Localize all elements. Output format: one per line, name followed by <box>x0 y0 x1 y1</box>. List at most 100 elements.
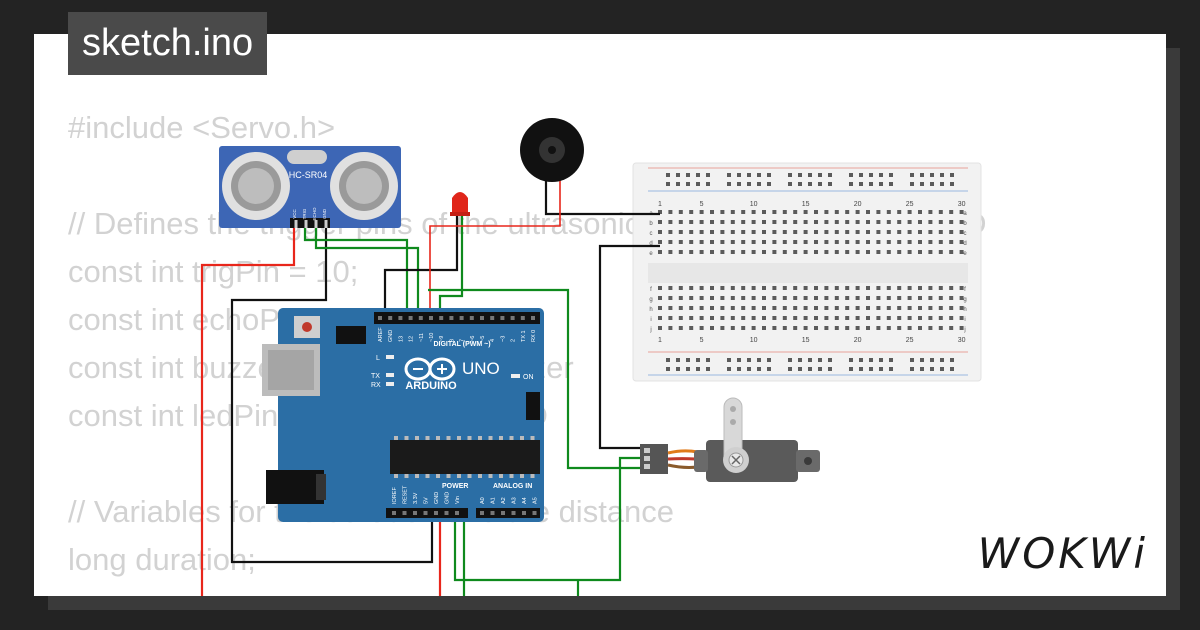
on-label: ON <box>523 374 534 381</box>
bb-col-label: 1 <box>658 337 662 344</box>
bb-col-label: 30 <box>958 201 966 208</box>
top-pin-label: 12 <box>409 336 415 342</box>
top-pin-label: 4 <box>490 339 496 342</box>
analog-pin-label: A1 <box>491 497 497 504</box>
arduino-logo-icon <box>404 357 456 381</box>
bb-col-label: 1 <box>658 201 662 208</box>
ultrasonic-sensor: HC-SR04 VCC TRIG ECHO GND <box>219 146 401 228</box>
sensor-pin-label: GND <box>322 208 327 219</box>
rx-label: RX <box>371 382 381 389</box>
l-label: L <box>376 355 380 362</box>
bb-row-label: h <box>963 307 966 313</box>
power-pin-label: GND <box>445 492 451 504</box>
power-pin-label: GND <box>434 492 440 504</box>
bb-row-label: b <box>649 221 653 227</box>
bb-col-label: 10 <box>750 337 758 344</box>
analog-pin-label: A2 <box>501 497 507 504</box>
power-label: POWER <box>442 483 468 490</box>
top-pin-label: 8 <box>449 339 455 342</box>
power-pin-label: IOREF <box>392 487 398 504</box>
bb-col-label: 30 <box>958 337 966 344</box>
bb-row-label: c <box>650 231 653 237</box>
tx-label: TX <box>371 373 380 380</box>
buzzer <box>520 118 584 182</box>
top-pin-label: GND <box>388 330 394 342</box>
bb-col-label: 20 <box>854 337 862 344</box>
bb-row-label: j <box>963 327 965 333</box>
bb-row-label: c <box>964 231 967 237</box>
top-pin-label: TX 1 <box>521 330 527 342</box>
analog-pin-label: A5 <box>533 497 539 504</box>
bb-row-label: i <box>964 317 965 323</box>
power-pin-label: 5V <box>424 497 430 504</box>
wire-bb-gnd <box>598 244 660 450</box>
digital-label: DIGITAL (PWM ~) <box>433 341 490 348</box>
top-pin-label: ~6 <box>470 336 476 342</box>
servo-motor <box>640 397 820 482</box>
bb-row-label: f <box>650 287 652 293</box>
bb-row-label: e <box>963 251 967 257</box>
board-model: UNO <box>462 359 500 378</box>
analog-pin-label: A0 <box>480 497 486 504</box>
top-pin-label: RX 0 <box>531 330 537 342</box>
led <box>450 192 470 216</box>
bb-row-label: g <box>963 297 966 303</box>
sensor-pin-label: ECHO <box>312 207 317 221</box>
top-pin-label: ~5 <box>480 336 486 342</box>
wires <box>200 180 660 596</box>
wire-sensor-gnd <box>230 228 434 564</box>
wire-servo-sig <box>428 288 646 470</box>
bb-row-label: i <box>650 317 651 323</box>
wire-sensor-vcc <box>200 228 296 596</box>
code-line: long duration; <box>68 542 256 577</box>
top-pin-label: AREF <box>378 327 384 342</box>
code-line: #include <Servo.h> <box>68 110 336 145</box>
bb-row-label: g <box>649 297 652 303</box>
power-pin-label: Vin <box>455 496 461 504</box>
wokwi-logo: WOKWi <box>977 529 1148 578</box>
top-pin-label: ~9 <box>439 336 445 342</box>
sensor-label: HC-SR04 <box>289 170 328 180</box>
analog-pin-label: A3 <box>512 497 518 504</box>
bb-col-label: 10 <box>750 201 758 208</box>
analog-label: ANALOG IN <box>493 483 532 490</box>
wire-trig <box>303 228 409 318</box>
wire-led-anode <box>438 215 464 318</box>
bb-col-label: 20 <box>854 201 862 208</box>
bb-row-label: h <box>649 307 652 313</box>
bb-col-label: 25 <box>906 201 914 208</box>
bb-row-label: f <box>964 287 966 293</box>
wire-buzzer-gnd <box>544 180 660 216</box>
code-line: int distance; <box>68 584 986 596</box>
wire-led-cathode <box>383 215 459 318</box>
code-line: const int trigPin = 10; <box>68 254 359 289</box>
top-pin-label: ~3 <box>500 336 506 342</box>
bb-col-label: 15 <box>802 337 810 344</box>
top-pin-label: 7 <box>460 339 466 342</box>
wire-buzzer-sig <box>429 180 561 318</box>
analog-pin-label: A4 <box>522 497 528 504</box>
bb-col-label: 5 <box>700 201 704 208</box>
board-brand: ARDUINO <box>405 380 457 392</box>
preview-card: #include <Servo.h>// Defines the trigger… <box>34 34 1166 596</box>
sensor-pin-label: VCC <box>292 209 297 219</box>
bb-row-label: d <box>963 241 966 247</box>
bb-col-label: 15 <box>802 201 810 208</box>
bb-row-label: j <box>649 327 651 333</box>
bb-row-label: a <box>963 211 967 217</box>
wire-echo <box>314 228 420 318</box>
power-pin-label: 3.3V <box>413 492 419 504</box>
top-pin-label: ~11 <box>419 333 425 342</box>
bb-col-label: 5 <box>700 337 704 344</box>
sensor-pin-label: TRIG <box>302 208 307 219</box>
bb-row-label: d <box>649 241 652 247</box>
wire-servo-vcc <box>453 456 646 582</box>
power-pin-label: RESET <box>403 485 409 504</box>
bb-row-label: b <box>963 221 967 227</box>
top-pin-label: ~10 <box>429 333 435 342</box>
file-tab[interactable]: sketch.ino <box>68 12 268 75</box>
top-pin-label: 2 <box>511 339 517 342</box>
bb-col-label: 25 <box>906 337 914 344</box>
